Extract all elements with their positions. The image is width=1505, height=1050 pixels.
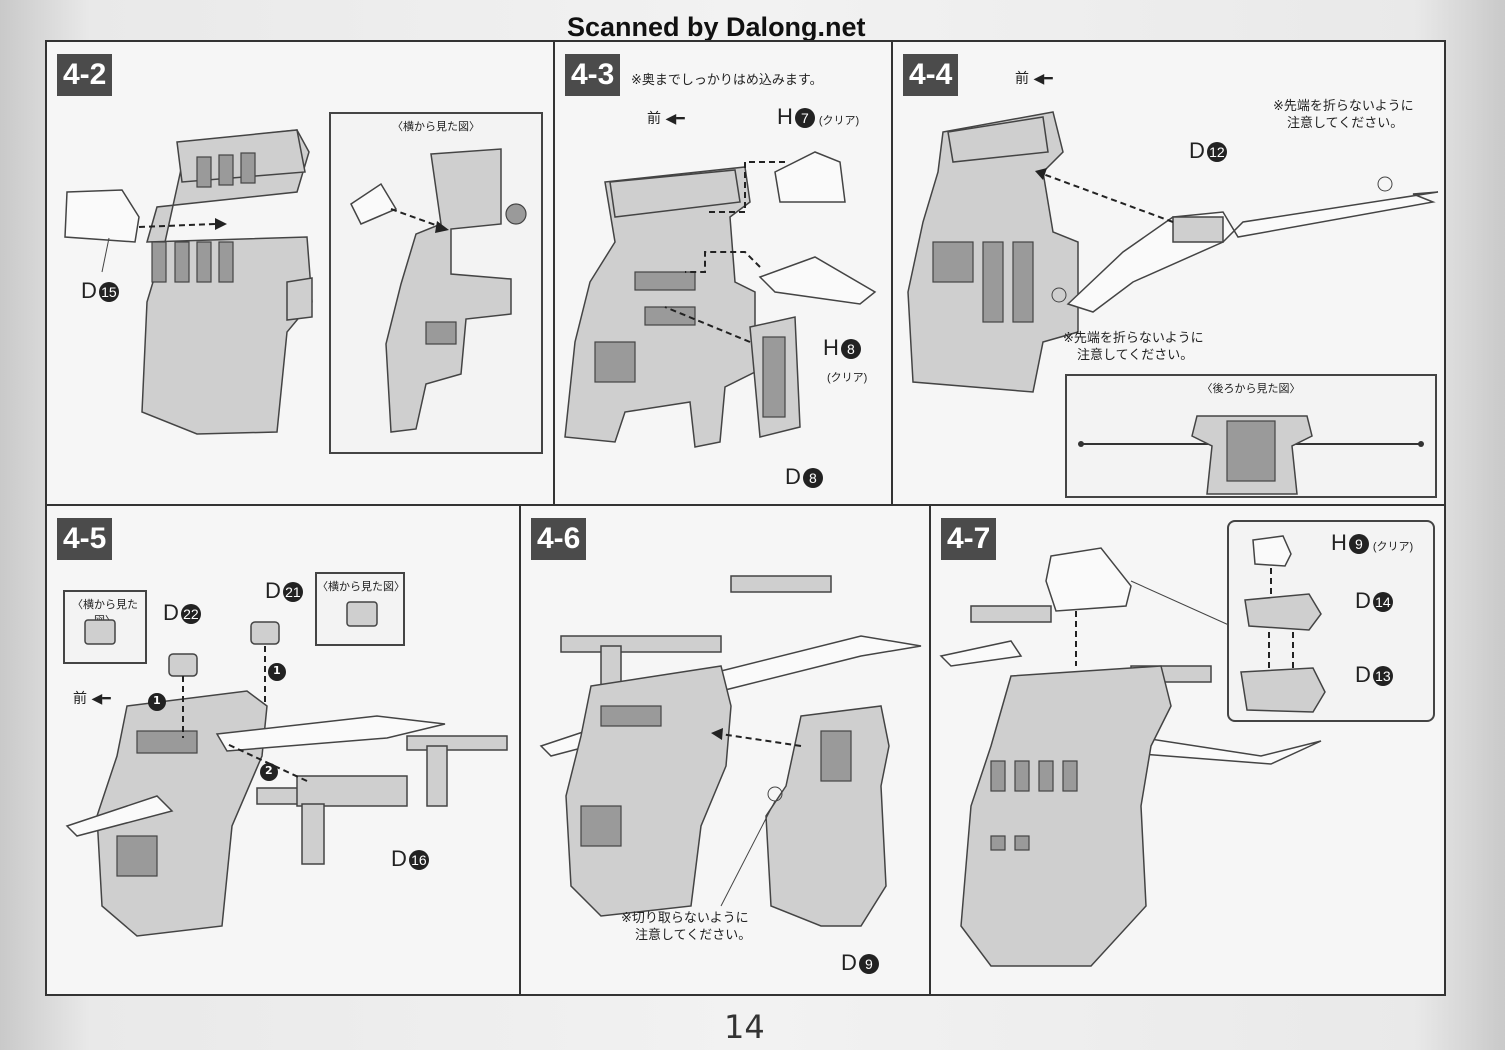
front-arrow-icon: ◀━ <box>1029 71 1053 87</box>
part-d15 <box>64 189 140 243</box>
front-direction-label: 前 ◀━ <box>1015 71 1053 87</box>
assembly-illustration <box>564 151 877 448</box>
order-badge-1: 1 <box>153 694 161 707</box>
step-label: 4-3 <box>565 54 621 96</box>
step-label: 4-4 <box>903 54 959 96</box>
front-arrow-icon: ◀━ <box>87 691 111 707</box>
step-label: 4-7 <box>941 518 997 560</box>
hull-body <box>141 129 313 435</box>
note-do-not-cut: ※切り取らないように 注意してください。 <box>621 911 752 943</box>
part-d8 <box>749 316 801 438</box>
step-label: 4-5 <box>57 518 113 560</box>
inset-title: 〈横から見た図〉 <box>392 120 480 133</box>
inset-side-view: 〈横から見た図〉 <box>329 112 543 454</box>
part-h9 <box>1252 535 1292 567</box>
note-push-in-fully: ※奥までしっかりはめ込みます。 <box>631 73 823 88</box>
assembly-illustration <box>65 621 508 937</box>
front-direction-label: 前 ◀━ <box>647 111 685 127</box>
page-number: 14 <box>724 1008 765 1046</box>
inset-rear-view: 〈後ろから見た図〉 <box>1065 374 1437 498</box>
assembly-illustration <box>64 129 313 435</box>
part-d22 <box>168 653 198 677</box>
part-d14 <box>1244 593 1322 631</box>
side-view-illustration <box>350 148 527 433</box>
part-d16 <box>256 735 508 865</box>
step-label: 4-2 <box>57 54 113 96</box>
assembly-illustration <box>907 111 1439 393</box>
order-badge-2: 2 <box>265 764 273 777</box>
part-d9 <box>765 705 890 927</box>
front-direction-label: 前 ◀━ <box>73 691 111 707</box>
inset-canopy-subassembly <box>1227 520 1435 722</box>
inset-title: 〈横から見た図〉 <box>317 580 405 593</box>
assembly-illustration <box>539 575 922 927</box>
part-d13 <box>1240 667 1326 713</box>
canopy-part <box>1045 547 1132 612</box>
assembly-illustration <box>939 547 1322 967</box>
note-do-not-break-tip-top: ※先端を折らないように 注意してください。 <box>1273 99 1414 131</box>
inset-side-view-left: 〈横から見た図〉 <box>63 590 147 664</box>
order-badge-1b: 1 <box>273 664 281 677</box>
inset-side-view-right: 〈横から見た図〉 <box>315 572 405 646</box>
step-label: 4-6 <box>531 518 587 560</box>
note-do-not-break-tip-bottom: ※先端を折らないように 注意してください。 <box>1063 331 1204 363</box>
watermark: Scanned by Dalong.net <box>567 12 866 42</box>
front-arrow-icon: ◀━ <box>661 111 685 127</box>
part-h7 <box>774 151 846 203</box>
part-d12 <box>1066 191 1439 313</box>
rear-view-illustration <box>1078 415 1424 495</box>
part-d21 <box>250 621 280 645</box>
panel-step-4-5: 4-5 〈横から見た図〉 〈横から見た図〉 D22 D21 前 ◀━ <box>45 504 523 996</box>
inset-title: 〈後ろから見た図〉 <box>1201 382 1301 395</box>
part-h8 <box>758 256 877 305</box>
